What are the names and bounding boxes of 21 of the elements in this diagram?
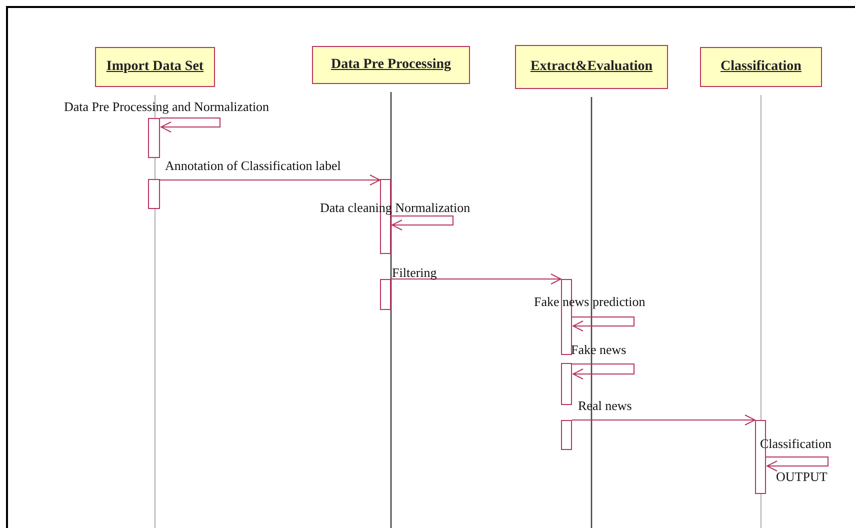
- message-arrow: [160, 118, 220, 132]
- message-arrow: [572, 414, 756, 426]
- message-arrow: [160, 174, 380, 186]
- activation-bar: [561, 420, 572, 450]
- lifeline-header: Data Pre Processing: [312, 46, 470, 84]
- message-arrow: [390, 274, 562, 284]
- activation-bar: [148, 179, 160, 209]
- lifeline-header: Classification: [700, 47, 822, 87]
- message-label: Data Pre Processing and Normalization: [64, 99, 270, 114]
- message-arrow: [766, 456, 828, 472]
- activation-bar: [561, 363, 572, 405]
- message-arrow: [572, 316, 634, 332]
- output-note: OUTPUT: [776, 469, 828, 484]
- message-label: Filtering: [392, 265, 437, 280]
- lifeline-header: Import Data Set: [95, 47, 215, 87]
- activation-bar: [148, 118, 160, 158]
- activation-bar: [380, 279, 391, 310]
- lifeline-header: Extract&Evaluation: [515, 45, 668, 89]
- message-label: Annotation of Classification label: [165, 158, 341, 173]
- message-arrow: [390, 216, 454, 230]
- message-arrow: [572, 364, 634, 380]
